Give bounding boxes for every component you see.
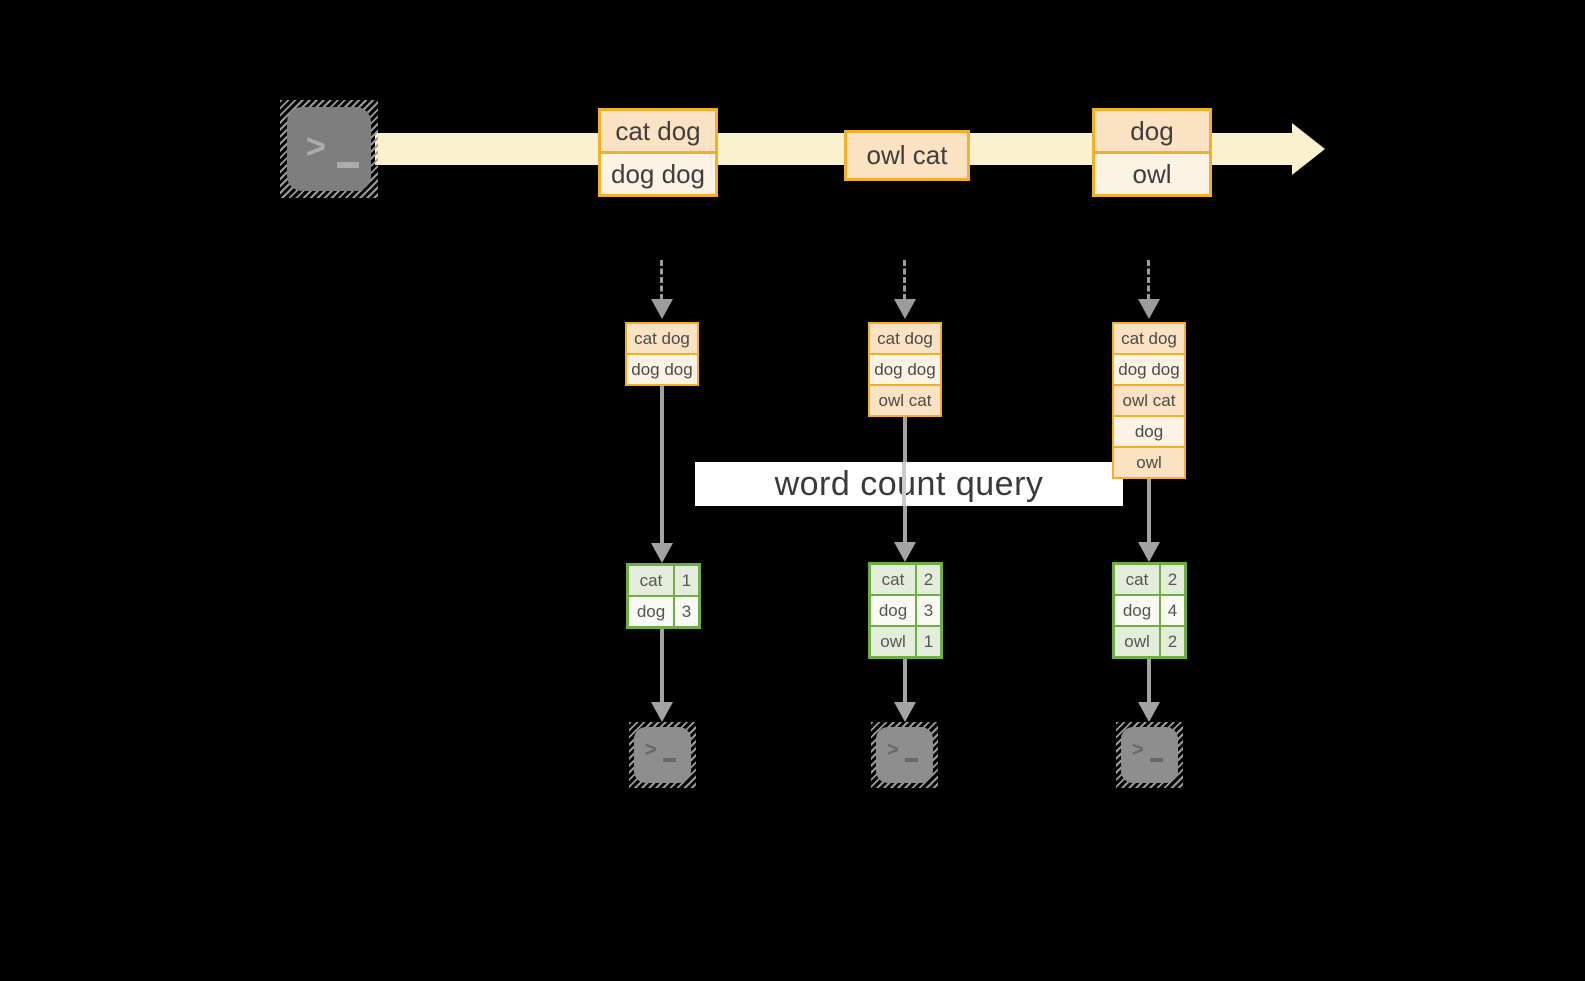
dashed-down-arrow-line [903,260,906,300]
dashed-down-arrow-head [1138,299,1160,319]
count-cell: 2 [915,565,940,594]
count-cell: 2 [1159,565,1184,594]
down-arrow-head [651,702,673,722]
window-stack: cat dog dog dog [625,322,699,386]
sink-terminal-icon: > [871,722,938,788]
down-arrow-head [1138,702,1160,722]
dashed-down-arrow-line [1147,260,1150,300]
stack-cell: dog dog [1114,353,1184,384]
stack-cell: owl cat [870,384,940,415]
stack-cell: dog dog [870,353,940,384]
terminal-icon-body: > [634,727,691,783]
count-table: cat 2 dog 3 owl 1 [868,562,943,659]
word-cell: cat [1125,570,1149,589]
arrow-through-banner [902,462,906,506]
query-banner-label: word count query [774,465,1044,503]
down-arrow-line [660,386,664,544]
stream-event-box: cat dog dog dog [598,108,718,197]
source-terminal-icon: > [280,100,378,198]
prompt-chevron-icon: > [887,739,899,761]
table-row: cat 2 [871,565,940,594]
count-cell: 3 [915,596,940,625]
prompt-chevron-icon: > [645,739,657,761]
table-row: dog 3 [871,594,940,625]
down-arrow-line [1147,477,1151,543]
down-arrow-head [894,542,916,562]
dashed-down-arrow-line [660,260,663,300]
table-row: cat 2 [1115,565,1184,594]
down-arrow-head [651,543,673,563]
prompt-chevron-icon: > [1132,739,1144,761]
stream-event-box: dog owl [1092,108,1212,197]
count-table: cat 2 dog 4 owl 2 [1112,562,1187,659]
word-cell: dog [636,602,666,621]
table-row: dog 3 [629,595,698,626]
prompt-underscore-icon [337,162,359,168]
prompt-chevron-icon: > [306,128,326,166]
down-arrow-head [1138,542,1160,562]
stack-cell: cat dog [627,324,697,353]
stack-cell: owl cat [1114,384,1184,415]
window-stack: cat dog dog dog owl cat [868,322,942,417]
count-cell: 4 [1159,596,1184,625]
stack-cell: cat dog [870,324,940,353]
word-cell: cat [881,570,905,589]
down-arrow-head [894,702,916,722]
count-cell: 1 [673,566,698,595]
down-arrow-line [660,629,664,703]
table-row: dog 4 [1115,594,1184,625]
prompt-underscore-icon [663,758,676,762]
dashed-down-arrow-head [651,299,673,319]
table-row: owl 2 [1115,625,1184,656]
stack-cell: cat dog [1114,324,1184,353]
count-cell: 3 [673,597,698,626]
stream-event-line: owl [1095,151,1209,194]
sink-terminal-icon: > [629,722,696,788]
terminal-icon-body: > [876,727,933,783]
dashed-down-arrow-head [894,299,916,319]
stack-cell: dog dog [627,353,697,384]
table-row: cat 1 [629,566,698,595]
word-cell: cat [639,571,663,590]
stream-event-box: owl cat [844,130,970,181]
down-arrow-line [903,659,907,703]
word-cell: dog [1122,601,1152,620]
stream-arrow-head [1292,123,1325,175]
prompt-underscore-icon [905,758,918,762]
word-cell: owl [1124,632,1150,651]
word-cell: owl [880,632,906,651]
table-row: owl 1 [871,625,940,656]
query-banner: word count query [695,462,1123,506]
window-stack: cat dog dog dog owl cat dog owl [1112,322,1186,479]
stack-cell: owl [1114,446,1184,477]
terminal-icon-body: > [287,107,371,191]
stream-event-line: dog dog [601,151,715,194]
count-cell: 2 [1159,627,1184,656]
terminal-icon-body: > [1121,727,1178,783]
stream-event-line: dog [1095,111,1209,151]
down-arrow-line [1147,659,1151,703]
count-cell: 1 [915,627,940,656]
stack-cell: dog [1114,415,1184,446]
prompt-underscore-icon [1150,758,1163,762]
stream-event-line: cat dog [601,111,715,151]
stream-event-line: owl cat [847,133,967,178]
word-cell: dog [878,601,908,620]
sink-terminal-icon: > [1116,722,1183,788]
count-table: cat 1 dog 3 [626,563,701,629]
